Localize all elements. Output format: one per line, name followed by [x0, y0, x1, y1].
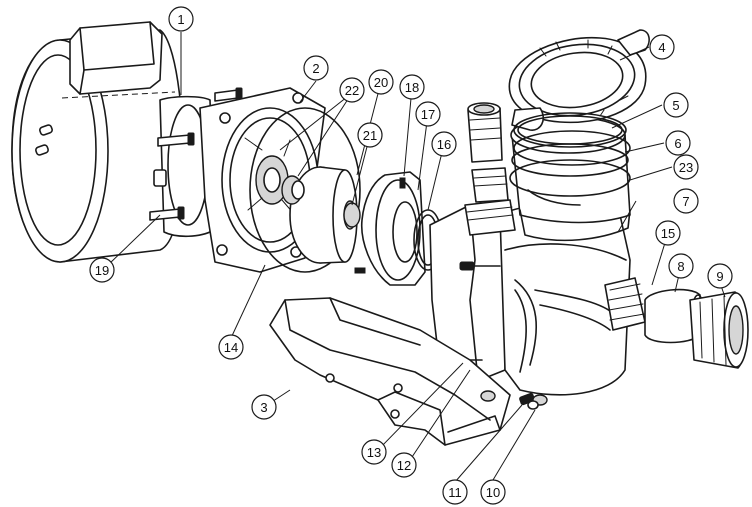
callout-circle [251, 394, 277, 420]
callout-number: 4 [658, 40, 665, 55]
strainer-lid [508, 29, 650, 131]
callout-number: 11 [448, 485, 462, 500]
discharge-port [604, 277, 646, 331]
callout-number: 8 [677, 259, 684, 274]
callout-number: 16 [437, 137, 451, 152]
callout-circle [368, 69, 394, 95]
callout-circle [168, 6, 194, 32]
callout-23: 23 [673, 154, 699, 180]
callout-9: 9 [707, 263, 733, 289]
union-nut [689, 291, 749, 369]
callout-circle [665, 130, 691, 156]
callout-13: 13 [361, 439, 387, 465]
callout-number: 7 [682, 194, 689, 209]
callout-number: 18 [405, 80, 419, 95]
strainer-basket-top [513, 130, 631, 166]
callout-20: 20 [368, 69, 394, 95]
callout-number: 15 [661, 226, 675, 241]
union-fitting-top [464, 102, 516, 236]
callout-5: 5 [663, 92, 689, 118]
callout-circle [663, 92, 689, 118]
callout-7: 7 [673, 188, 699, 214]
callout-number: 23 [679, 160, 693, 175]
callout-number: 6 [674, 136, 681, 151]
callout-2: 2 [303, 55, 329, 81]
callout-circle [655, 220, 681, 246]
callout-circle [303, 55, 329, 81]
diffuser [354, 171, 426, 286]
callout-22: 22 [339, 77, 365, 103]
leader-lines [107, 32, 726, 483]
callout-circle [415, 101, 441, 127]
callout-10: 10 [480, 479, 506, 505]
callout-circle [399, 74, 425, 100]
drain-plugs [480, 390, 548, 410]
callout-number: 3 [260, 400, 267, 415]
callout-14: 14 [218, 334, 244, 360]
callout-number: 17 [421, 107, 435, 122]
lid-o-ring [513, 112, 627, 148]
pump-base [269, 297, 511, 446]
callout-18: 18 [399, 74, 425, 100]
callout-circle [357, 122, 383, 148]
callout-circle [442, 479, 468, 505]
shaft-seal [281, 175, 361, 228]
callout-17: 17 [415, 101, 441, 127]
motor [11, 21, 215, 263]
callout-21: 21 [357, 122, 383, 148]
callout-1: 1 [168, 6, 194, 32]
callout-circle [707, 263, 733, 289]
callout-circle [668, 253, 694, 279]
callout-4: 4 [649, 34, 675, 60]
callout-circle [391, 452, 417, 478]
callout-3: 3 [251, 394, 277, 420]
callout-circle [673, 154, 699, 180]
callout-number: 21 [363, 128, 377, 143]
callout-circle [673, 188, 699, 214]
callout-number: 2 [312, 61, 319, 76]
callout-number: 20 [374, 75, 388, 90]
callout-11: 11 [442, 479, 468, 505]
callout-number: 19 [95, 263, 109, 278]
callout-number: 10 [486, 485, 500, 500]
callout-circle [431, 131, 457, 157]
callout-number: 14 [224, 340, 238, 355]
callout-15: 15 [655, 220, 681, 246]
callout-number: 12 [397, 458, 411, 473]
callout-circle [339, 77, 365, 103]
callout-6: 6 [665, 130, 691, 156]
callout-circle [480, 479, 506, 505]
callout-number: 9 [716, 269, 723, 284]
callout-16: 16 [431, 131, 457, 157]
callout-number: 5 [672, 98, 679, 113]
callout-number: 13 [367, 445, 381, 460]
callout-19: 19 [89, 257, 115, 283]
callout-circle [361, 439, 387, 465]
callout-circle [218, 334, 244, 360]
diffuser-gasket [249, 107, 361, 273]
callout-circle [89, 257, 115, 283]
callout-8: 8 [668, 253, 694, 279]
callout-circle [649, 34, 675, 60]
callout-number: 1 [177, 12, 184, 27]
callout-12: 12 [391, 452, 417, 478]
callout-number: 22 [345, 83, 359, 98]
